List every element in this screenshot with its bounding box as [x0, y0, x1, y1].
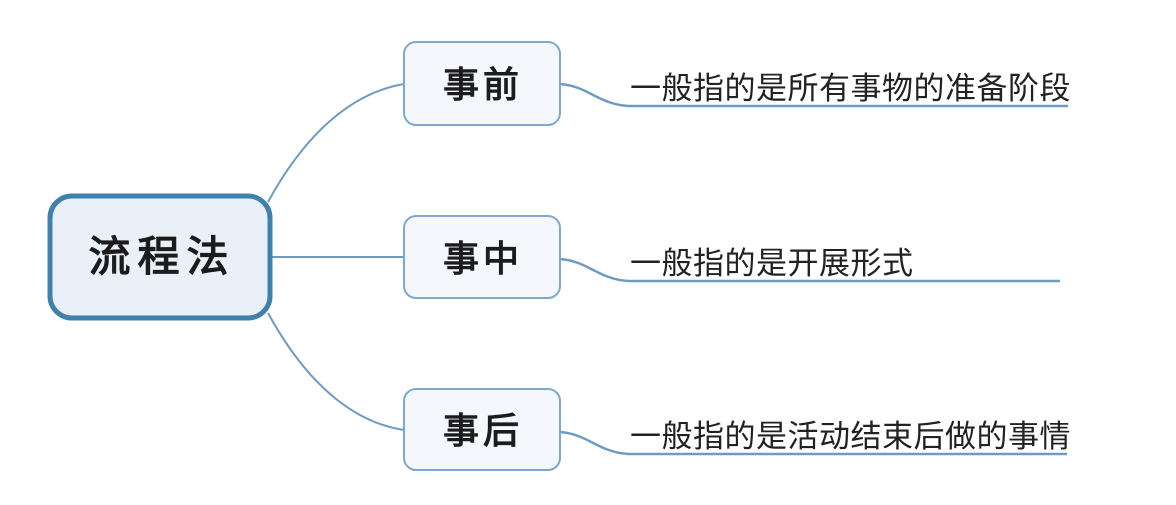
branch-node-after[interactable]: 事后 [403, 388, 561, 471]
branch-node-during-label: 事中 [443, 239, 523, 279]
callout-line-before [559, 82, 1068, 108]
root-node-box[interactable] [47, 193, 273, 321]
branch-node-after-label: 事后 [443, 411, 523, 451]
callout-line-during [559, 257, 1060, 283]
branch-node-before[interactable]: 事前 [403, 41, 561, 126]
connector-root-to-after [267, 312, 405, 431]
root-node[interactable]: 流程法 [47, 193, 273, 321]
branch-node-before-label: 事前 [443, 65, 523, 105]
description-during[interactable]: 一般指的是开展形式 [630, 246, 914, 281]
connector-root-to-before [267, 83, 405, 203]
branch-node-during-box[interactable] [403, 215, 561, 299]
branch-node-during[interactable]: 事中 [403, 215, 561, 299]
branch-node-before-box[interactable] [403, 41, 561, 126]
callout-line-after [559, 430, 1067, 456]
root-node-label: 流程法 [88, 234, 235, 281]
description-before[interactable]: 一般指的是所有事物的准备阶段 [630, 71, 1071, 106]
branch-node-after-box[interactable] [403, 388, 561, 471]
description-after[interactable]: 一般指的是活动结束后做的事情 [630, 419, 1071, 454]
